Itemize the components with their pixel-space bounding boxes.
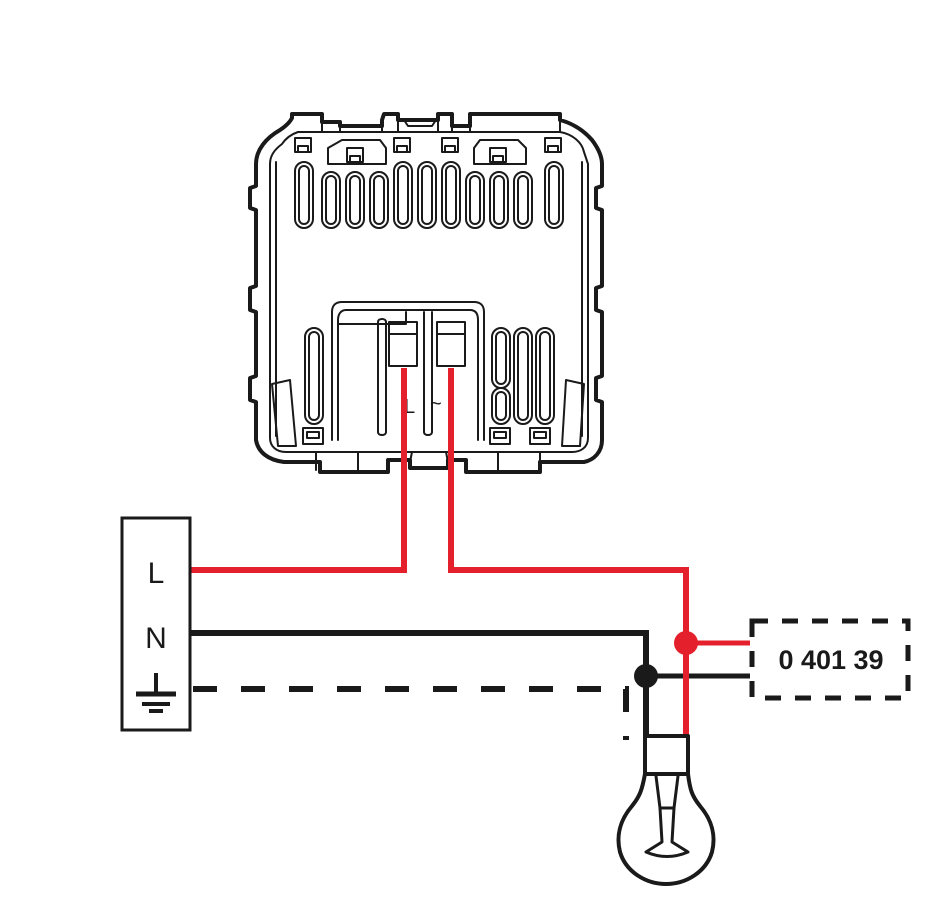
terminal-label-load: ~ [430,393,442,415]
vent-slot [294,161,314,229]
module-housing-outline [248,112,604,474]
vent-slot-inner [493,175,505,225]
vent-slot [489,171,509,229]
terminal-block [331,301,485,441]
earth-wire [193,686,629,740]
top-vent-slots [294,161,564,229]
vent-slot [441,161,461,229]
vent-slot-inner [421,165,433,225]
bottom-clips [271,379,585,471]
side-vent-slots [304,327,555,425]
module-inner-rim [269,131,589,453]
earth-ground-icon [136,673,176,713]
vent-slot-inner [349,175,361,225]
terminal-label-live: L [404,396,415,418]
auxiliary-device-reference: 0 401 39 [778,645,883,675]
vent-slot-inner [548,165,560,225]
neutral-wire [190,630,649,737]
vent-slot [321,171,341,229]
live-supply-wire [190,368,407,573]
dimmer-module: L ~ [248,112,604,474]
auxiliary-device-box: 0 401 39 [749,618,911,701]
terminal-load [436,321,466,367]
vent-slot [393,161,413,229]
supply-label-live: L [148,557,165,590]
vent-slot-inner [445,165,457,225]
vent-slot [544,161,564,229]
live-junction-dot [674,631,698,655]
vent-slot-inner [517,175,529,225]
wires [190,368,750,740]
vent-slot [369,171,389,229]
top-clips [294,119,562,165]
supply-label-neutral: N [145,622,167,655]
supply-terminal-box: L N [120,516,192,732]
vent-slot [465,171,485,229]
light-bulb-icon [616,734,716,886]
neutral-junction-dot [634,664,658,688]
vent-slot-inner [298,165,310,225]
vent-slot [513,171,533,229]
vent-slot [417,161,437,229]
vent-slot-inner [469,175,481,225]
vent-slot-inner [397,165,409,225]
vent-slot [345,171,365,229]
vent-slot-inner [373,175,385,225]
terminal-live [388,321,418,367]
vent-slot-inner [325,175,337,225]
